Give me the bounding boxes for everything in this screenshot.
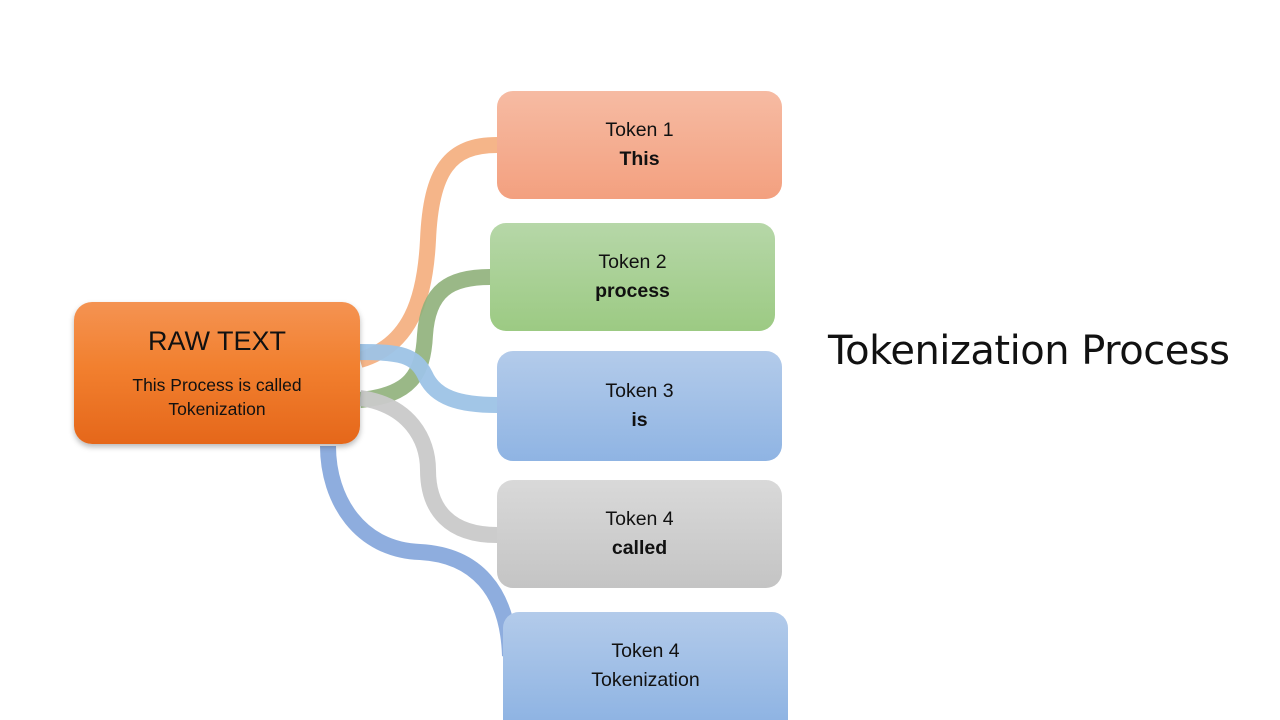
token-value: called (611, 537, 668, 559)
connector-token-4 (358, 390, 498, 543)
token-box-4: Token 4 called (497, 480, 782, 588)
token-box-5: Token 4 Tokenization (503, 612, 788, 720)
connector-token-5 (320, 445, 518, 657)
slide-heading: Tokenization Process (828, 328, 1230, 374)
token-label: Token 3 (605, 380, 674, 402)
token-box-3: Token 3 is (497, 351, 782, 461)
token-value: is (631, 409, 648, 431)
token-label: Token 1 (605, 119, 674, 141)
raw-text-box: RAW TEXT This Process is called Tokeniza… (74, 302, 360, 444)
token-value: Tokenization (591, 669, 700, 691)
token-label: Token 2 (598, 251, 667, 273)
connector-token-2 (359, 269, 491, 408)
raw-text-subtitle: This Process is called Tokenization (132, 374, 302, 419)
token-box-2: Token 2 process (490, 223, 775, 331)
token-value: process (595, 280, 670, 302)
token-value: This (619, 148, 660, 170)
connector-token-3 (359, 344, 498, 413)
raw-text-title: RAW TEXT (147, 325, 286, 356)
connector-token-1 (357, 137, 498, 368)
token-label: Token 4 (605, 508, 674, 530)
token-label: Token 4 (611, 640, 680, 662)
token-box-1: Token 1 This (497, 91, 782, 199)
